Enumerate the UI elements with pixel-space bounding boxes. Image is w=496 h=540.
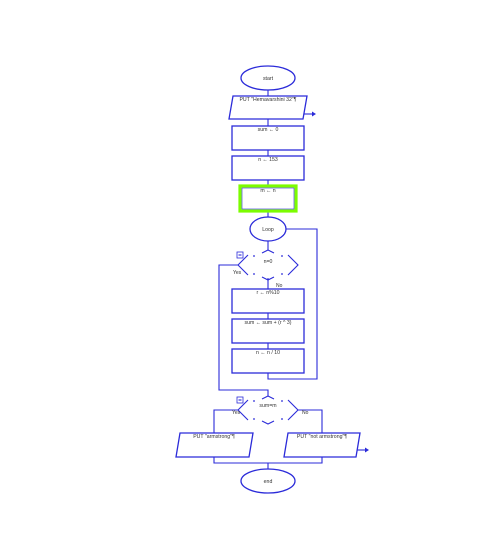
end-terminal[interactable]: end xyxy=(240,468,296,494)
output-name-node[interactable]: PUT "Hemavarshini 32"¶ xyxy=(228,95,308,120)
loop-cond-top-edge xyxy=(261,249,275,254)
loop-cond-right-edge xyxy=(287,254,299,276)
init-m-node[interactable]: m ← n xyxy=(238,184,298,213)
dot xyxy=(253,400,255,402)
loop-yes-label: Yes xyxy=(233,270,242,276)
loop-cond-label: n=0 xyxy=(264,259,273,265)
init-n-label: n ← 153 xyxy=(258,157,278,163)
end-label: end xyxy=(264,479,273,485)
dot xyxy=(281,273,283,275)
check-cond-label: sum=m xyxy=(259,403,276,409)
edge-loop-exit xyxy=(218,264,269,396)
check-cond-top-edge xyxy=(261,395,275,400)
init-n-node[interactable]: n ← 153 xyxy=(231,155,305,181)
output-name-label: PUT "Hemavarshini 32"¶ xyxy=(239,97,296,103)
rem-node[interactable]: r ← n%10 xyxy=(231,288,305,314)
div-label: n ← n / 10 xyxy=(256,350,280,356)
output-arrow-head xyxy=(312,111,316,117)
output-no-node[interactable]: PUT "not armstrong"¶ xyxy=(283,432,361,458)
check-condition[interactable]: sum=m Yes No xyxy=(232,395,309,425)
connectors xyxy=(213,90,369,469)
check-cond-right-edge xyxy=(287,399,299,421)
check-no-label: No xyxy=(302,410,309,416)
div-node[interactable]: n ← n / 10 xyxy=(231,348,305,374)
sum-update-label: sum ← sum + (r ^ 3) xyxy=(245,320,292,326)
init-sum-node[interactable]: sum ← 0 xyxy=(231,125,305,151)
sum-update-node[interactable]: sum ← sum + (r ^ 3) xyxy=(231,318,305,344)
dot xyxy=(281,418,283,420)
init-m-label: m ← n xyxy=(260,188,275,194)
dot xyxy=(281,255,283,257)
edge-loop-back xyxy=(267,228,318,380)
output-yes-label: PUT "armstrong"¶ xyxy=(193,434,235,440)
edge-merge xyxy=(213,457,323,464)
edge-check-yes xyxy=(213,409,238,433)
output-no-arrow-head xyxy=(365,447,369,453)
edge-check-no xyxy=(298,409,323,433)
dot xyxy=(253,418,255,420)
check-cond-bottom-edge xyxy=(261,420,275,425)
start-label: start xyxy=(263,76,274,82)
loop-cond-bottom-edge xyxy=(261,276,275,281)
check-yes-label: Yes xyxy=(232,410,241,416)
dot xyxy=(281,400,283,402)
rem-label: r ← n%10 xyxy=(256,290,279,296)
dot xyxy=(253,273,255,275)
dot xyxy=(253,255,255,257)
loop-label: Loop xyxy=(262,227,274,233)
loop-condition[interactable]: n=0 Yes No xyxy=(233,249,299,289)
loop-no-label: No xyxy=(276,283,283,289)
output-no-label: PUT "not armstrong"¶ xyxy=(297,434,347,440)
loop-cond-left-edge xyxy=(237,254,249,276)
loop-node[interactable]: Loop xyxy=(249,216,287,242)
start-terminal[interactable]: start xyxy=(240,65,296,91)
check-cond-left-edge xyxy=(237,399,249,421)
init-sum-label: sum ← 0 xyxy=(258,127,279,133)
output-yes-node[interactable]: PUT "armstrong"¶ xyxy=(175,432,254,458)
